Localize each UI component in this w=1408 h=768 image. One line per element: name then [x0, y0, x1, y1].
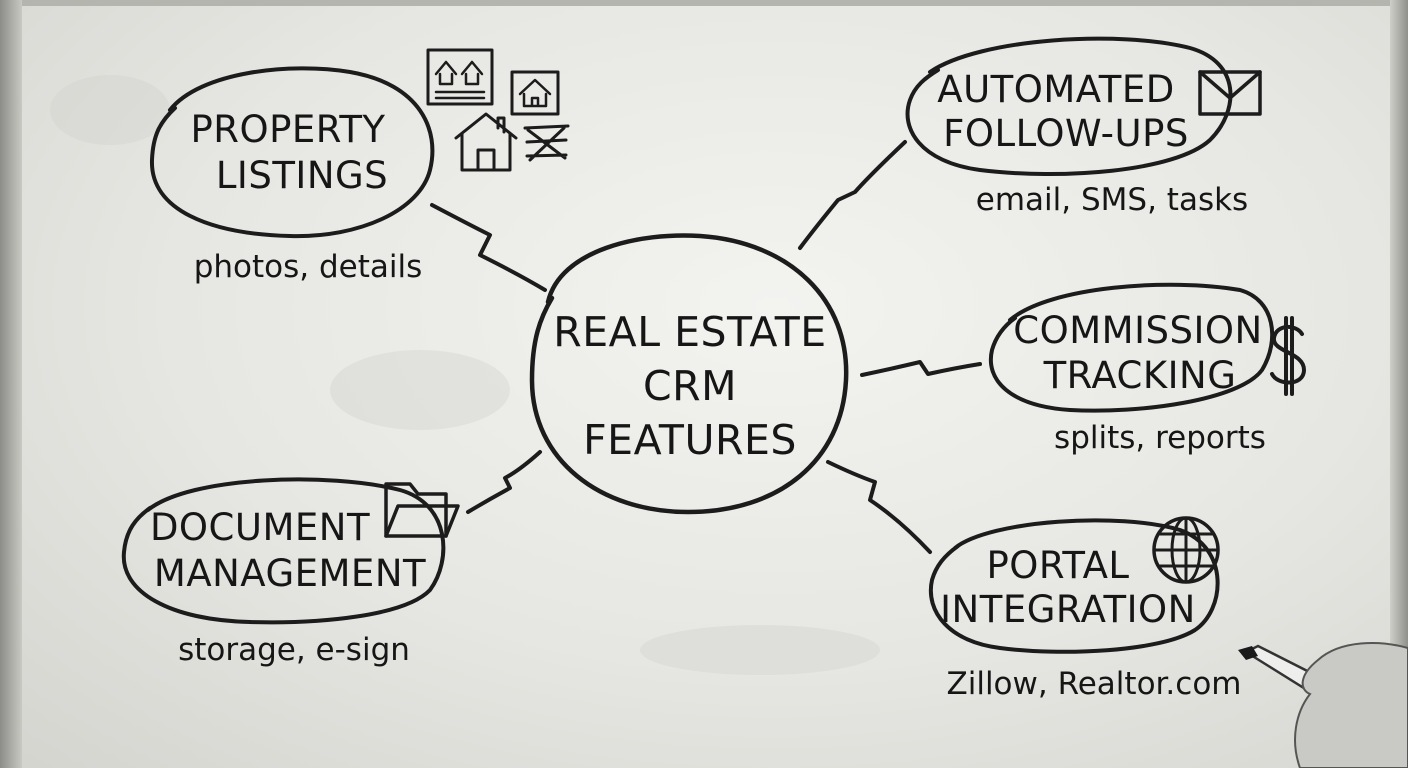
document-management-line-2: MANAGEMENT: [154, 552, 426, 595]
globe-icon: [1152, 516, 1220, 584]
portal-integration-sub: Zillow, Realtor.com: [946, 666, 1241, 702]
automated-follow-ups-line-1: AUTOMATED: [937, 68, 1174, 111]
commission-tracking-ellipse: [988, 282, 1275, 413]
dollar-icon: [1270, 316, 1306, 396]
portal-integration-ellipse: [928, 518, 1220, 654]
automated-follow-ups-line-2: FOLLOW-UPS: [943, 112, 1189, 155]
commission-tracking-line-2: TRACKING: [1043, 354, 1237, 397]
connector-portal-integration: [826, 460, 932, 554]
hand-with-marker: [1238, 642, 1408, 768]
portal-integration-line-1: PORTAL: [986, 544, 1129, 587]
board-frame-top: [0, 0, 1408, 6]
property-listings-line-1: PROPERTY: [190, 108, 385, 151]
smudge: [640, 625, 880, 675]
document-management-sub: storage, e-sign: [178, 632, 410, 668]
connector-document-management: [466, 450, 542, 514]
automated-follow-ups-sub: email, SMS, tasks: [976, 182, 1248, 218]
automated-follow-ups-ellipse: [905, 36, 1233, 177]
document-management-line-1: DOCUMENT: [150, 506, 370, 549]
folder-icon: [384, 482, 460, 538]
commission-tracking-line-1: COMMISSION: [1013, 309, 1262, 352]
portal-integration-line-2: INTEGRATION: [940, 588, 1196, 631]
center-ellipse: [529, 233, 849, 515]
board-frame-right: [1390, 0, 1408, 768]
connector-automated-follow-ups: [798, 140, 907, 250]
house-listing-icons: [426, 48, 570, 172]
commission-tracking-sub: splits, reports: [1054, 420, 1266, 456]
connector-property-listings: [430, 203, 547, 292]
document-management-ellipse: [121, 477, 446, 625]
property-listings-ellipse: [149, 66, 435, 239]
center-line-2: CRM: [643, 362, 737, 410]
smudge: [50, 75, 170, 145]
smudge: [330, 350, 510, 430]
property-listings-sub: photos, details: [194, 249, 423, 285]
center-line-1: REAL ESTATE: [553, 308, 826, 356]
connector-commission-tracking: [860, 360, 982, 377]
board-frame-left: [0, 0, 22, 768]
envelope-icon: [1198, 70, 1262, 116]
property-listings-line-2: LISTINGS: [216, 154, 388, 197]
center-line-3: FEATURES: [583, 416, 797, 464]
